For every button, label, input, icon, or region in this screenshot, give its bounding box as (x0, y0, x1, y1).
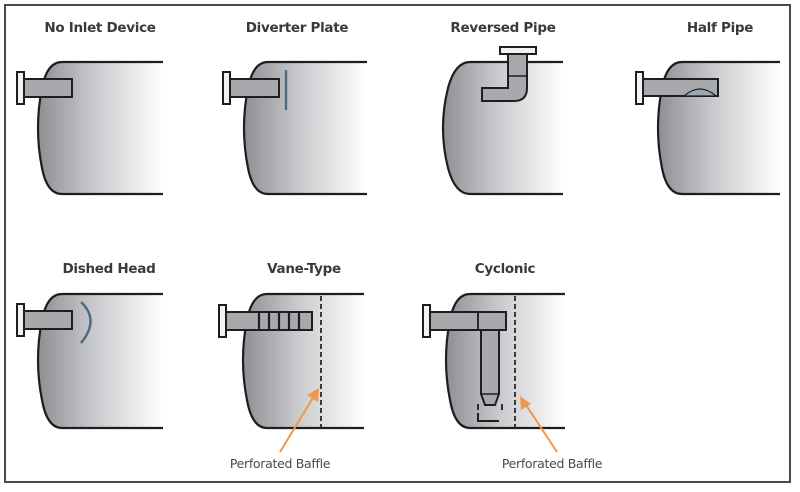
panel-title: Half Pipe (687, 20, 753, 36)
half-pipe-icon (682, 88, 718, 97)
panel-title: Diverter Plate (246, 20, 349, 36)
panel-dished-head: Dished Head (16, 261, 163, 430)
inlet-pipe (222, 71, 280, 105)
vane-pack-icon (257, 312, 301, 330)
panel-vane-type: Vane-Type Perforated Baffle (218, 261, 364, 471)
panel-title: Cyclonic (475, 261, 536, 277)
panel-title: Dished Head (63, 261, 156, 277)
inlet-pipe (16, 303, 73, 337)
inlet-pipe (16, 71, 73, 105)
panel-no-inlet-device: No Inlet Device (16, 20, 163, 196)
panel-title: Reversed Pipe (450, 20, 555, 36)
dished-head-icon (80, 301, 92, 344)
vessel (441, 60, 563, 196)
reversed-pipe-elbow (481, 46, 537, 102)
panel-reversed-pipe: Reversed Pipe (441, 20, 563, 196)
annotation-arrow (279, 388, 319, 453)
annotation-arrow (520, 396, 558, 453)
panel-half-pipe: Half Pipe (635, 20, 780, 196)
annotation-label: Perforated Baffle (502, 456, 603, 471)
cyclone-icon (422, 304, 507, 422)
panel-title: Vane-Type (267, 261, 341, 277)
panel-title: No Inlet Device (44, 20, 155, 36)
annotation-label: Perforated Baffle (230, 456, 331, 471)
panel-diverter-plate: Diverter Plate (222, 20, 367, 196)
panel-cyclonic: Cyclonic Perforated Baffle (422, 261, 603, 471)
